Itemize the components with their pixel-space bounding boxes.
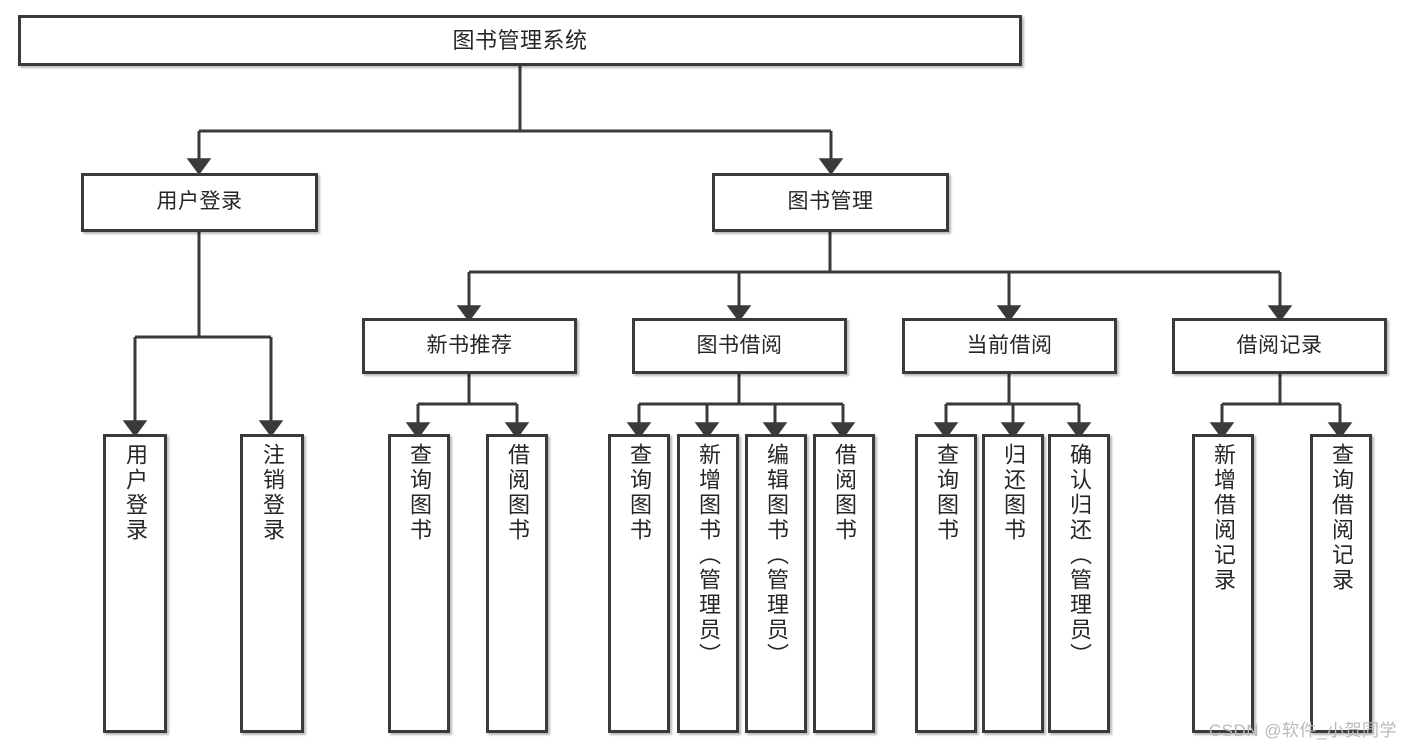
leaf-current-query-book[interactable]: 查询图书	[915, 434, 977, 733]
node-root-system[interactable]: 图书管理系统	[18, 15, 1022, 66]
node-user-login[interactable]: 用户登录	[81, 173, 318, 232]
leaf-borrow-add-book[interactable]: 新增图书（管理员）	[677, 434, 739, 733]
node-label: 查询图书	[627, 443, 652, 543]
node-label: 用户登录	[156, 190, 243, 214]
leaf-current-return-book[interactable]: 归还图书	[982, 434, 1044, 733]
leaf-borrow-query-book[interactable]: 查询图书	[608, 434, 670, 733]
node-label: 当前借阅	[966, 333, 1053, 357]
node-label: 查询借阅记录	[1329, 443, 1354, 593]
node-label: 新书推荐	[426, 333, 513, 357]
node-label: 新增图书（管理员）	[696, 443, 721, 668]
watermark: CSDN @软件_小贺同学	[1208, 721, 1397, 740]
node-label: 借阅记录	[1236, 333, 1323, 357]
leaf-new-book-borrow[interactable]: 借阅图书	[486, 434, 548, 733]
node-label: 图书借阅	[696, 333, 783, 357]
node-label: 确认归还（管理员）	[1067, 443, 1092, 668]
node-label: 图书管理	[787, 190, 874, 214]
leaf-user-logout[interactable]: 注销登录	[240, 434, 304, 733]
leaf-new-book-query[interactable]: 查询图书	[388, 434, 450, 733]
node-label: 查询图书	[934, 443, 959, 543]
node-borrow-records[interactable]: 借阅记录	[1172, 318, 1387, 374]
node-new-book-recommend[interactable]: 新书推荐	[362, 318, 577, 374]
node-label: 归还图书	[1001, 443, 1026, 543]
node-book-management[interactable]: 图书管理	[712, 173, 949, 232]
leaf-record-add[interactable]: 新增借阅记录	[1192, 434, 1254, 733]
node-label: 编辑图书（管理员）	[764, 443, 789, 668]
leaf-record-query[interactable]: 查询借阅记录	[1310, 434, 1372, 733]
node-label: 注销登录	[260, 443, 285, 543]
node-current-borrow[interactable]: 当前借阅	[902, 318, 1117, 374]
node-label: 借阅图书	[505, 443, 530, 543]
node-label: 借阅图书	[832, 443, 857, 543]
leaf-user-login[interactable]: 用户登录	[103, 434, 167, 733]
node-label: 新增借阅记录	[1211, 443, 1236, 593]
leaf-borrow-borrow-book[interactable]: 借阅图书	[813, 434, 875, 733]
node-label: 用户登录	[123, 443, 148, 543]
node-label: 图书管理系统	[452, 27, 588, 53]
leaf-borrow-edit-book[interactable]: 编辑图书（管理员）	[745, 434, 807, 733]
node-book-borrow[interactable]: 图书借阅	[632, 318, 847, 374]
leaf-current-confirm-return[interactable]: 确认归还（管理员）	[1048, 434, 1110, 733]
node-label: 查询图书	[407, 443, 432, 543]
